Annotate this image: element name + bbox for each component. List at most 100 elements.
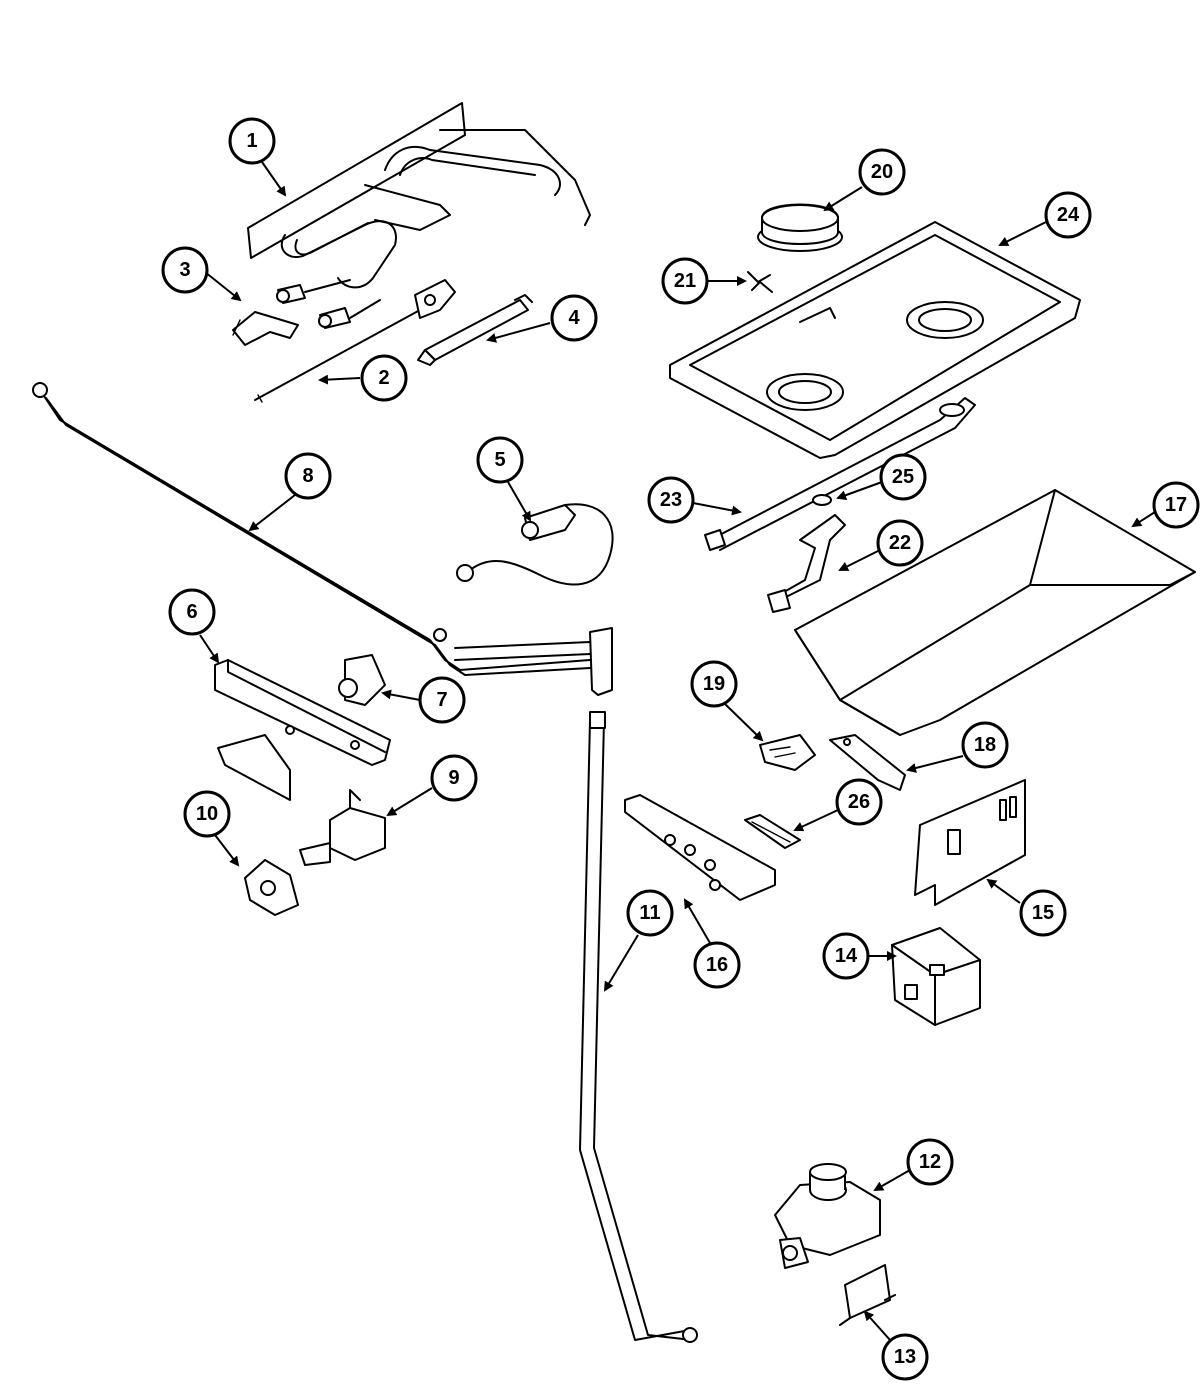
leader-12 [873, 1169, 911, 1191]
terminal-19-drawing [759, 734, 816, 771]
callout-19[interactable]: 19 [690, 660, 738, 708]
regulator-bracket-drawing [839, 1264, 896, 1326]
callout-15[interactable]: 15 [1019, 889, 1067, 937]
leader-1 [261, 161, 287, 197]
callout-17[interactable]: 17 [1152, 481, 1200, 529]
burner-tube-22-drawing [767, 514, 846, 613]
callout-5-label: 5 [494, 449, 505, 471]
leader-17 [1131, 511, 1156, 528]
callout-4[interactable]: 4 [550, 294, 598, 342]
callout-23[interactable]: 23 [647, 476, 695, 524]
callout-26[interactable]: 26 [835, 778, 883, 826]
callout-18[interactable]: 18 [961, 721, 1009, 769]
burner-tube-23-drawing [704, 397, 976, 551]
callout-13-label: 13 [894, 1346, 916, 1368]
callout-9-label: 9 [448, 767, 459, 789]
callout-2[interactable]: 2 [360, 354, 408, 402]
callout-6-label: 6 [186, 601, 197, 623]
bracket-18-drawing [829, 734, 906, 791]
burner-assembly-drawing [247, 102, 591, 329]
callout-16-label: 16 [706, 954, 728, 976]
callout-14[interactable]: 14 [822, 932, 870, 980]
spark-module-drawing [891, 927, 981, 1026]
callout-2-label: 2 [378, 367, 389, 389]
callout-3[interactable]: 3 [161, 246, 209, 294]
callout-5[interactable]: 5 [476, 436, 524, 484]
leader-15 [986, 878, 1021, 904]
callout-24[interactable]: 24 [1044, 191, 1092, 239]
callout-7-label: 7 [436, 689, 447, 711]
leader-23 [692, 502, 742, 516]
leader-9 [386, 787, 433, 817]
leader-5 [507, 481, 532, 522]
module-bracket-drawing [914, 779, 1026, 906]
leader-10 [214, 834, 240, 867]
callout-19-label: 19 [703, 673, 725, 695]
callout-17-label: 17 [1165, 494, 1187, 516]
callout-20[interactable]: 20 [858, 148, 906, 196]
leader-11 [603, 934, 639, 992]
leader-22 [838, 549, 881, 571]
leader-7 [381, 689, 421, 701]
callout-9[interactable]: 9 [430, 754, 478, 802]
callout-20-label: 20 [871, 161, 893, 183]
leader-4 [486, 322, 551, 343]
callout-15-label: 15 [1032, 902, 1054, 924]
callout-26-label: 26 [848, 791, 870, 813]
leader-18 [906, 755, 964, 773]
leader-24 [998, 221, 1047, 246]
burner-cap-drawing [757, 203, 843, 252]
manifold-bracket-drawing [214, 659, 391, 801]
callout-12[interactable]: 12 [906, 1138, 954, 1186]
callout-4-label: 4 [568, 307, 580, 329]
clip-drawing [232, 311, 299, 346]
callout-8[interactable]: 8 [284, 452, 332, 500]
callout-16[interactable]: 16 [693, 941, 741, 989]
callout-7[interactable]: 7 [418, 676, 466, 724]
supply-pipe-drawing [579, 711, 698, 1343]
callout-24-label: 24 [1057, 204, 1080, 226]
callout-25[interactable]: 25 [879, 453, 927, 501]
callout-6[interactable]: 6 [168, 588, 216, 636]
callout-21[interactable]: 21 [661, 257, 709, 305]
leader-2 [318, 374, 361, 385]
spring-clip-drawing [747, 271, 773, 293]
control-bracket-drawing [624, 794, 776, 901]
leader-20 [823, 186, 863, 212]
leader-25 [836, 481, 883, 500]
callout-23-label: 23 [660, 489, 682, 511]
callout-1[interactable]: 1 [228, 117, 276, 165]
callout-11-label: 11 [639, 902, 660, 924]
callout-25-label: 25 [892, 466, 914, 488]
callout-22-label: 22 [889, 532, 911, 554]
leader-19 [724, 703, 764, 742]
callout-10[interactable]: 10 [183, 790, 231, 838]
orifice-ring-drawing [812, 494, 832, 506]
regulator-drawing [774, 1163, 881, 1269]
callout-13[interactable]: 13 [881, 1333, 929, 1381]
knob-10-drawing [244, 859, 299, 916]
leader-lines [199, 161, 1156, 1341]
bracket-4-drawing [417, 294, 533, 366]
callout-10-label: 10 [196, 803, 218, 825]
valve-insert-7-drawing [338, 654, 386, 706]
thermocouple-drawing [456, 503, 614, 586]
callout-1-label: 1 [246, 130, 257, 152]
callout-14-label: 14 [835, 945, 858, 967]
leader-3 [204, 271, 242, 302]
callout-11[interactable]: 11 [626, 889, 674, 937]
electrode-rod-drawing [254, 279, 456, 403]
callout-18-label: 18 [974, 734, 996, 756]
leader-16 [683, 898, 711, 944]
leader-13 [863, 1310, 891, 1341]
callout-22[interactable]: 22 [876, 519, 924, 567]
burner-box-drawing [794, 489, 1196, 736]
callout-21-label: 21 [674, 270, 696, 292]
leader-6 [199, 634, 220, 664]
leader-26 [793, 809, 839, 832]
cooktop-drawing [669, 221, 1081, 459]
gas-tube-8-drawing [32, 382, 591, 676]
callout-3-label: 3 [179, 259, 190, 281]
